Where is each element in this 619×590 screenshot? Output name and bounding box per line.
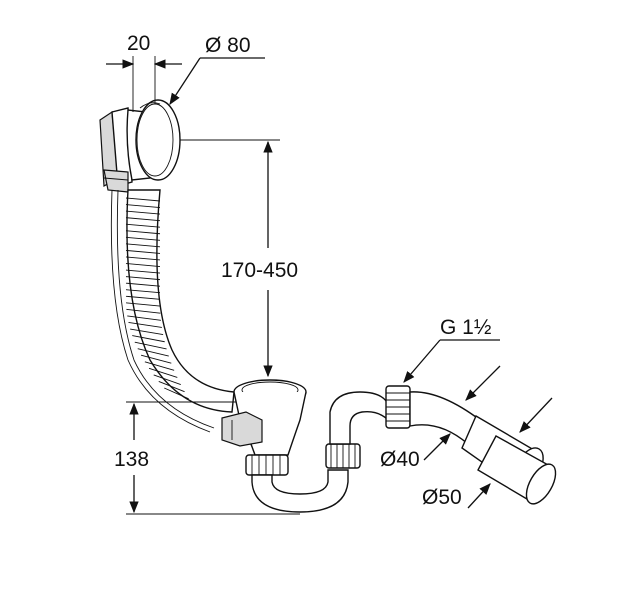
hose-rib bbox=[125, 302, 161, 307]
hose-rib bbox=[125, 289, 161, 294]
hose-rib bbox=[127, 315, 161, 321]
hose-rib bbox=[164, 387, 189, 400]
hose-rib bbox=[125, 236, 161, 241]
dim-stem-width: 20 bbox=[106, 32, 182, 112]
hose-rib bbox=[125, 263, 161, 267]
dim-pipe-small: Ø40 bbox=[380, 365, 501, 471]
hose-rib bbox=[132, 335, 165, 343]
hose-rib bbox=[153, 374, 181, 385]
label-pipe-small: Ø40 bbox=[380, 448, 420, 471]
dim-height-range: 170-450 bbox=[180, 139, 298, 378]
hose-rib bbox=[125, 223, 161, 228]
hose-rib bbox=[134, 341, 167, 350]
hose-rib bbox=[126, 308, 161, 314]
hose-rib bbox=[125, 243, 161, 248]
dim-thread: G 1½ bbox=[403, 316, 500, 383]
label-overflow-diameter: Ø 80 bbox=[205, 34, 251, 57]
hose-rib bbox=[158, 381, 185, 393]
hose-rib bbox=[125, 276, 161, 281]
dim-waste-height: 138 bbox=[114, 401, 300, 515]
hose-rib bbox=[125, 204, 161, 208]
hose-rib bbox=[125, 217, 161, 222]
label-thread: G 1½ bbox=[440, 316, 491, 339]
hose-rib bbox=[125, 210, 161, 215]
hose-rib bbox=[125, 295, 161, 300]
outlet bbox=[385, 385, 557, 505]
hose-rib bbox=[144, 361, 175, 371]
label-pipe-large: Ø50 bbox=[422, 486, 462, 509]
hose-rib bbox=[125, 230, 161, 235]
hose-rib bbox=[137, 348, 169, 357]
label-height-range: 170-450 bbox=[221, 259, 298, 282]
hose-rib bbox=[125, 282, 161, 287]
hose-rib bbox=[125, 269, 161, 274]
hose-rib bbox=[140, 354, 172, 364]
hose-rib bbox=[125, 256, 161, 261]
dim-pipe-large: Ø50 bbox=[422, 397, 553, 509]
hose-rib bbox=[148, 367, 178, 378]
overflow-head bbox=[99, 99, 181, 193]
dim-overflow-diameter: Ø 80 bbox=[169, 34, 265, 105]
hose-rib bbox=[125, 197, 161, 202]
flexible-hose bbox=[110, 189, 235, 433]
label-stem-width: 20 bbox=[127, 32, 150, 55]
hose-rib bbox=[128, 322, 162, 328]
label-waste-height: 138 bbox=[114, 448, 149, 471]
waste-valve bbox=[221, 379, 307, 476]
hose-rib bbox=[125, 249, 161, 254]
hose-rib bbox=[130, 328, 164, 336]
